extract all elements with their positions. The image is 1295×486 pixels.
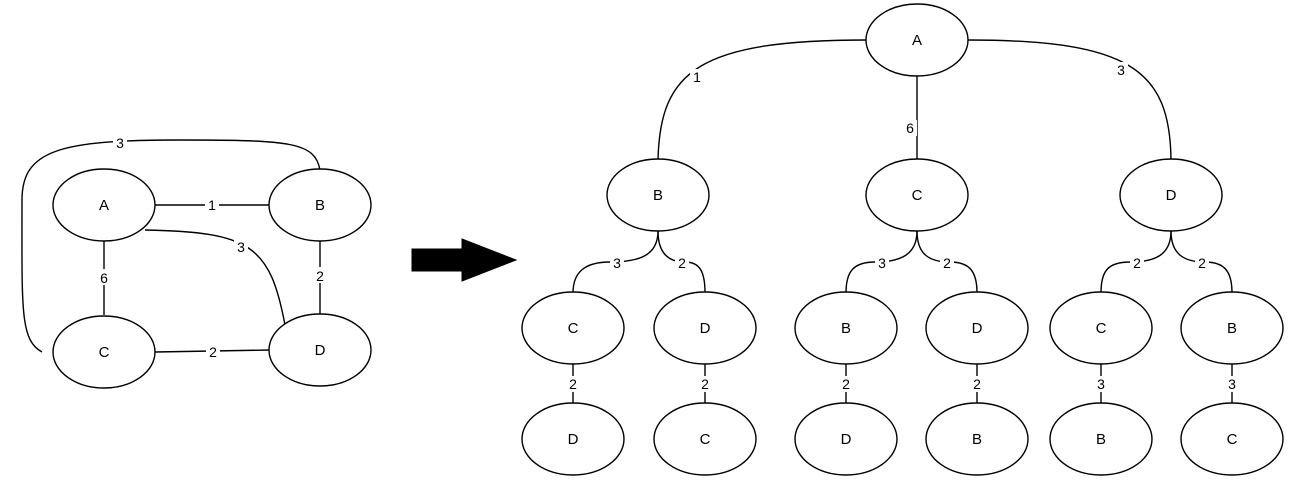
svg-text:C: C [912, 187, 923, 204]
tree-edge-label-dc-b: 3 [1097, 376, 1105, 392]
svg-text:C: C [568, 320, 579, 337]
tree-node-l2-bc: C [521, 291, 625, 365]
tree-edge-label-b-d: 2 [678, 255, 686, 271]
svg-text:B: B [315, 197, 325, 214]
svg-text:D: D [700, 320, 711, 337]
svg-text:B: B [972, 431, 982, 448]
tree-node-l1-c: C [865, 158, 969, 232]
tree-node-l3-bdc: C [653, 402, 757, 476]
tree-edge-label-db-c: 3 [1228, 376, 1236, 392]
tree-node-root: A [865, 3, 969, 77]
graph-edge-label-a-b: 1 [208, 197, 216, 213]
tree-edge-label-c-b: 3 [878, 255, 886, 271]
tree-edge-a-d [967, 39, 1172, 161]
tree-edge-label-d-b: 2 [1198, 255, 1206, 271]
graph-edge-label-b-d: 2 [316, 268, 324, 284]
svg-text:A: A [99, 197, 109, 214]
tree-node-l2-db: B [1180, 291, 1284, 365]
tree-node-l2-cd: D [925, 291, 1029, 365]
svg-text:C: C [1227, 431, 1238, 448]
svg-text:D: D [568, 431, 579, 448]
tree-edge-label-b-c: 3 [613, 255, 621, 271]
svg-text:B: B [841, 320, 851, 337]
svg-text:C: C [1096, 320, 1107, 337]
svg-text:A: A [912, 32, 922, 49]
svg-text:D: D [972, 320, 983, 337]
tree-edge-label-cb-d: 2 [842, 376, 850, 392]
right-arrow-icon [411, 238, 518, 282]
tree-panel: 1 6 3 3 2 3 2 2 2 2 2 2 [521, 3, 1284, 476]
tree-node-l1-d: D [1119, 158, 1223, 232]
svg-text:C: C [700, 431, 711, 448]
graph-edge-label-a-c: 6 [100, 270, 108, 286]
graph-edge-c-b [21, 139, 321, 353]
tree-node-l3-cdb: B [925, 402, 1029, 476]
svg-text:C: C [99, 344, 110, 361]
graph-edge-a-d [144, 229, 286, 326]
graph-edge-label-a-d: 3 [237, 239, 245, 255]
svg-text:B: B [1096, 431, 1106, 448]
tree-node-l3-dcb: B [1049, 402, 1153, 476]
graph-edge-label-c-d: 2 [209, 344, 217, 360]
tree-node-l3-bcd: D [521, 402, 625, 476]
tree-edge-label-a-b: 1 [693, 69, 701, 85]
graph-node-d: D [268, 313, 372, 387]
svg-text:D: D [315, 342, 326, 359]
tree-edge-label-a-d: 3 [1117, 62, 1125, 78]
tree-node-l3-cbd: D [794, 402, 898, 476]
svg-text:B: B [1227, 320, 1237, 337]
tree-edge-label-a-c: 6 [906, 120, 914, 136]
tree-node-l2-dc: C [1049, 291, 1153, 365]
svg-text:B: B [653, 187, 663, 204]
svg-text:D: D [841, 431, 852, 448]
tree-node-l3-dbc: C [1180, 402, 1284, 476]
tree-edge-label-cd-b: 2 [973, 376, 981, 392]
tree-node-l2-cb: B [794, 291, 898, 365]
tree-node-l1-b: B [606, 158, 710, 232]
tree-edge-label-bc-d: 2 [569, 376, 577, 392]
graph-node-b: B [268, 168, 372, 242]
graph-node-a: A [52, 168, 156, 242]
graph-edge-label-c-b: 3 [116, 135, 124, 151]
tree-edge-label-bd-c: 2 [701, 376, 709, 392]
graph-panel: 1 6 3 2 2 3 A B C D [21, 135, 372, 389]
tree-edge-a-b [657, 39, 868, 161]
svg-text:D: D [1166, 187, 1177, 204]
graph-node-c: C [52, 315, 156, 389]
tree-node-l2-bd: D [653, 291, 757, 365]
tree-edge-label-d-c: 2 [1133, 255, 1141, 271]
tree-edge-label-c-d: 2 [943, 255, 951, 271]
